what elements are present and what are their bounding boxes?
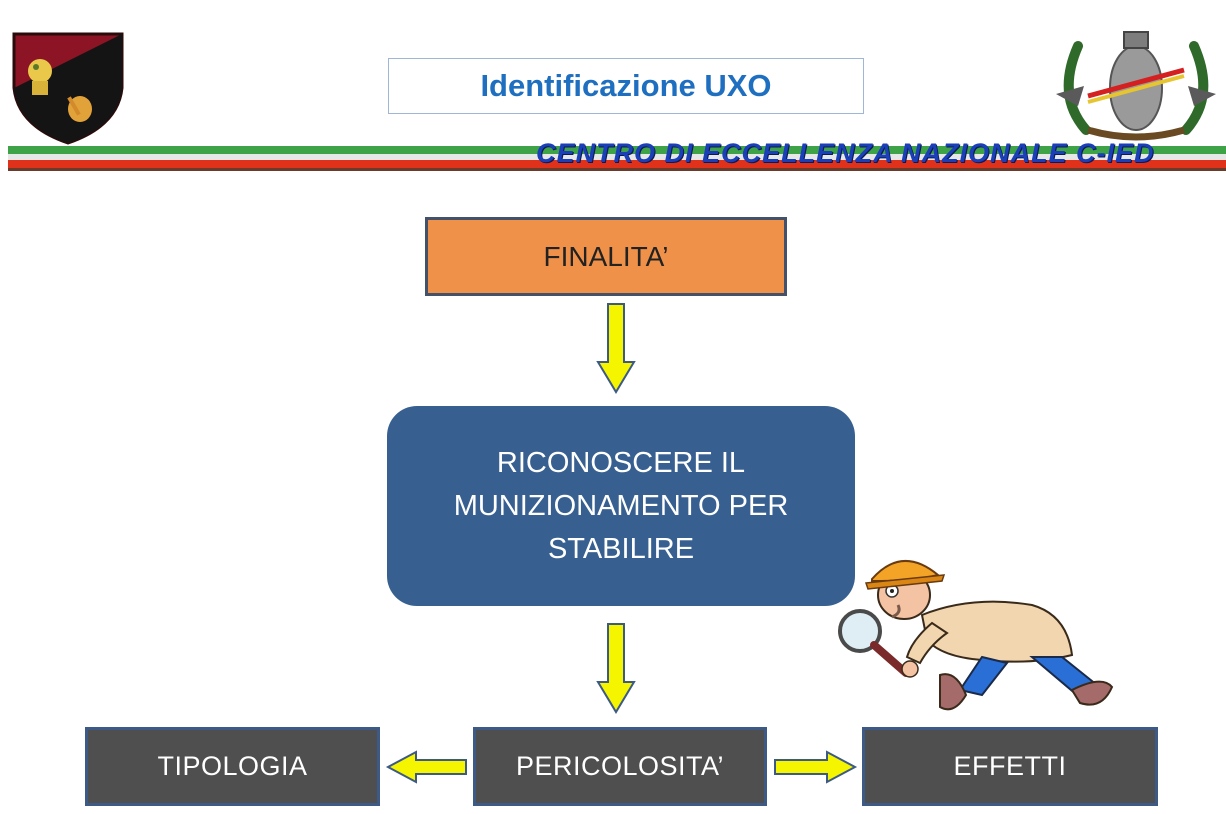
stripe-red <box>8 160 1226 168</box>
riconoscere-box: RICONOSCERE IL MUNIZIONAMENTO PER STABIL… <box>387 406 855 606</box>
unit-shield-logo <box>12 32 124 145</box>
bomb-wreath-logo <box>1056 31 1216 141</box>
slide-title: Identificazione UXO <box>388 58 864 114</box>
tipologia-box: TIPOLOGIA <box>85 727 380 806</box>
stripe-shadow <box>8 168 1226 171</box>
stripe-white <box>8 154 1226 160</box>
center-name: CENTRO DI ECCELLENZA NAZIONALE C-IED <box>536 138 1155 168</box>
pericolosita-box: PERICOLOSITA’ <box>473 727 767 806</box>
effetti-box: EFFETTI <box>862 727 1158 806</box>
detective-illustration <box>838 560 1114 711</box>
finalita-box: FINALITA’ <box>425 217 787 296</box>
stripe-green <box>8 146 1226 154</box>
down-arrow-icon <box>596 623 636 714</box>
right-arrow-icon <box>774 750 858 784</box>
down-arrow-icon <box>596 303 636 394</box>
left-arrow-icon <box>385 750 467 784</box>
